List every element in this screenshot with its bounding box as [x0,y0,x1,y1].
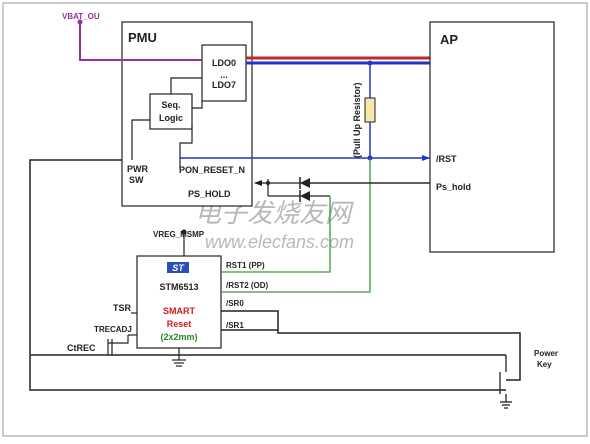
chip-ground-icon [172,348,186,367]
power-key-loop [29,159,506,391]
pmu-internal-wires [131,77,203,168]
rst2-wire [221,158,371,293]
pon-reset-label: PON_RESET_N [179,165,245,175]
ap-block [429,21,555,253]
pull-up-resistor [364,60,376,161]
rst1-label: RST1 (PP) [226,261,265,270]
pmu-title: PMU [128,30,157,45]
rst2-label: /RST2 (OD) [226,281,269,290]
ps-hold-ap-label: Ps_hold [436,182,471,192]
st-logo-icon: ST [167,262,189,273]
power-key-icon [499,355,512,409]
rst-arrow [422,155,430,161]
package-label: (2x2mm) [160,332,197,342]
rst1-wire [221,196,331,273]
ldo7-label: LDO7 [212,80,236,90]
sr-wires [221,310,521,381]
tsr-label: TSR [113,303,132,313]
pull-up-label: (Pull Up Resistor) [352,82,362,158]
key-label: Key [537,360,552,369]
sw-label: SW [129,175,144,185]
vreg-wire [181,229,187,256]
trec-label: TRECADJ [94,325,132,334]
vreg-label: VREG_MSMP [153,230,205,239]
st-logo-text: ST [172,263,185,273]
vbat-label: VBAT_OU [62,12,100,21]
ldo0-label: LDO0 [212,58,236,68]
sr1-label: /SR1 [226,321,244,330]
smart-label: SMART [163,306,195,316]
sr0-label: /SR0 [226,299,244,308]
power-label: Power [534,349,558,358]
seq-logic-box [149,93,193,130]
ap-title: AP [440,32,458,47]
logic-label: Logic [159,113,183,123]
ctrec-label: CtREC [67,343,96,353]
reset-label: Reset [167,319,192,329]
ldo-box [201,44,247,102]
outer-frame [2,2,588,437]
ldo-dots-label: ... [220,70,228,80]
ps-hold-pmu-label: PS_HOLD [188,189,231,199]
ctrec-capacitor [107,335,129,355]
chip-name: STM6513 [159,282,198,292]
supply-bus [246,55,440,66]
seq-label: Seq. [161,100,180,110]
pwr-label: PWR [127,164,148,174]
vbat-wire [77,19,202,61]
watermark-url: www.elecfans.com [205,232,354,252]
rst-ap-label: /RST [436,154,457,164]
